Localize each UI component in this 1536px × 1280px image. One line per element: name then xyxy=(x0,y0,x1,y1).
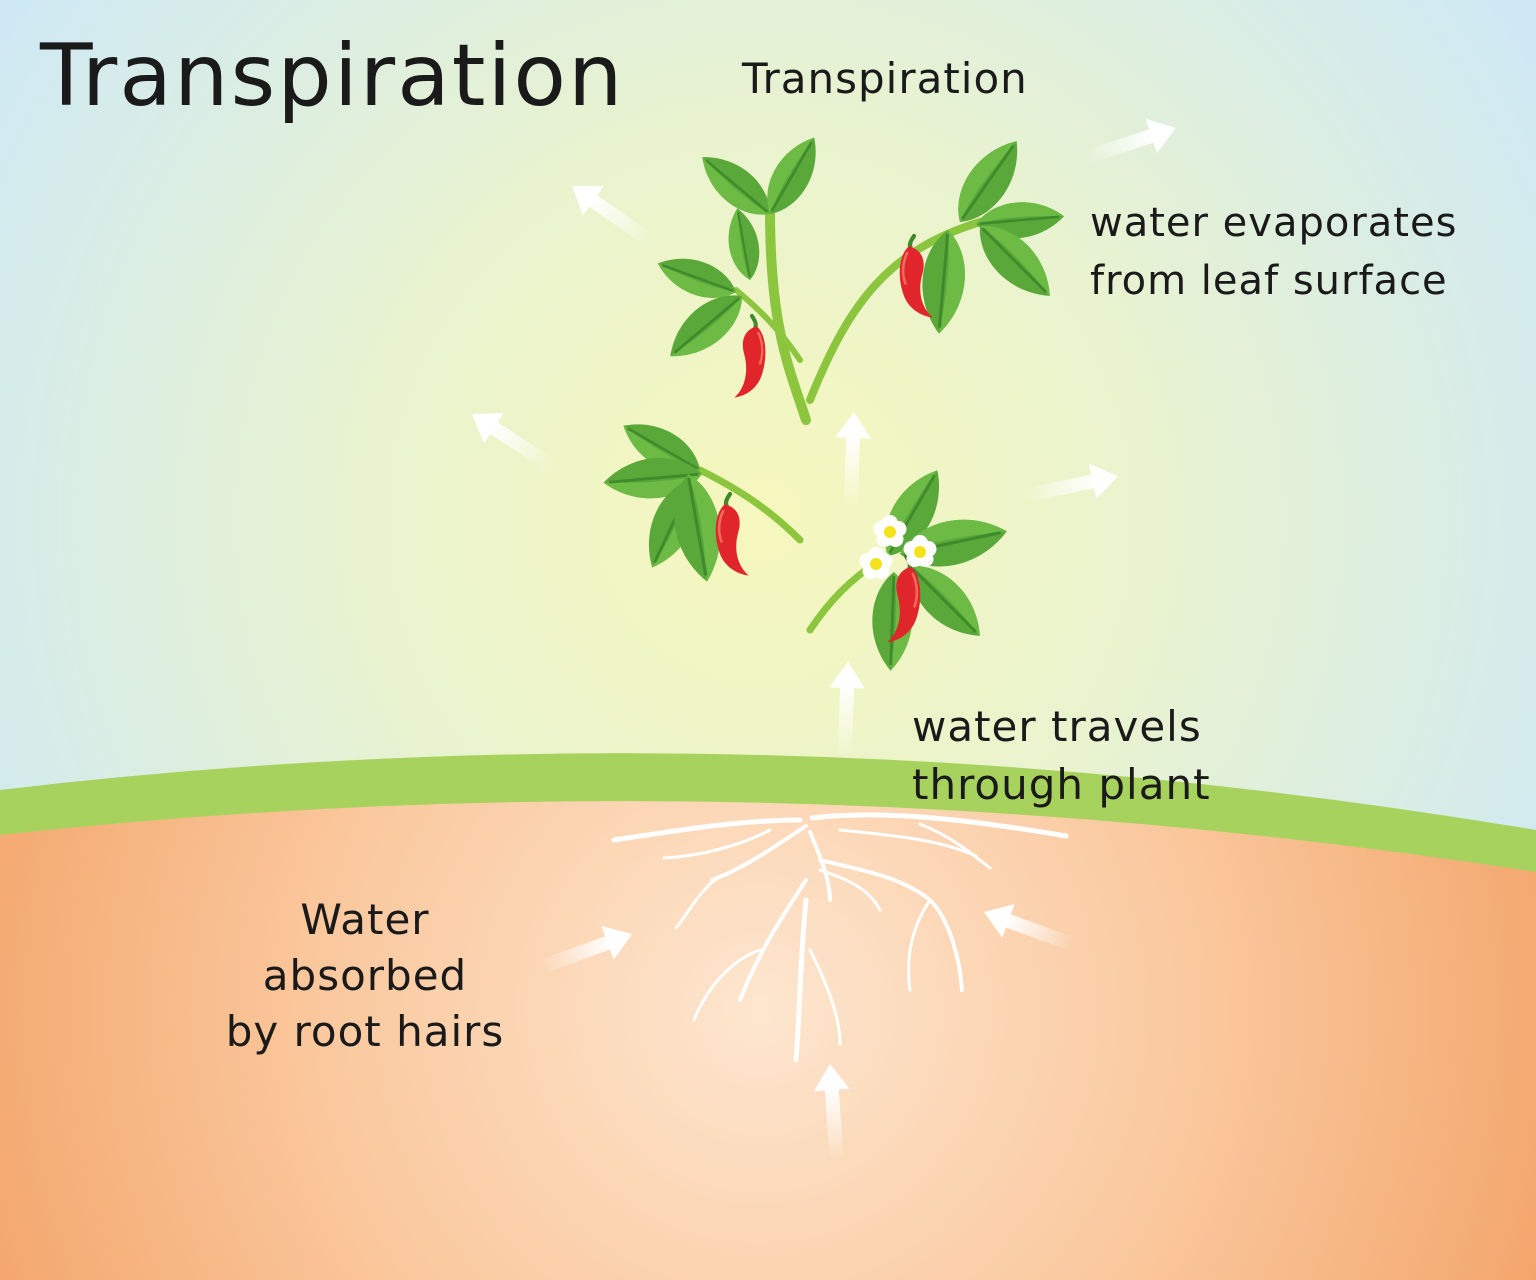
leaf-surface-label: water evaporates from leaf surface xyxy=(1090,194,1457,310)
label-line: Water xyxy=(300,895,430,944)
page-title: Transpiration xyxy=(40,26,625,126)
label-line: through plant xyxy=(912,760,1211,809)
label-line: water evaporates xyxy=(1090,200,1458,246)
transpiration-label: Transpiration xyxy=(742,54,1028,103)
label-line: by root hairs xyxy=(225,1007,505,1056)
label-line: absorbed xyxy=(262,951,468,1000)
root-hairs-label: Water absorbed by root hairs xyxy=(200,892,530,1060)
through-plant-label: water travels through plant xyxy=(912,698,1211,814)
soil xyxy=(0,801,1536,1280)
label-line: from leaf surface xyxy=(1090,258,1448,304)
label-line: water travels xyxy=(912,702,1202,751)
